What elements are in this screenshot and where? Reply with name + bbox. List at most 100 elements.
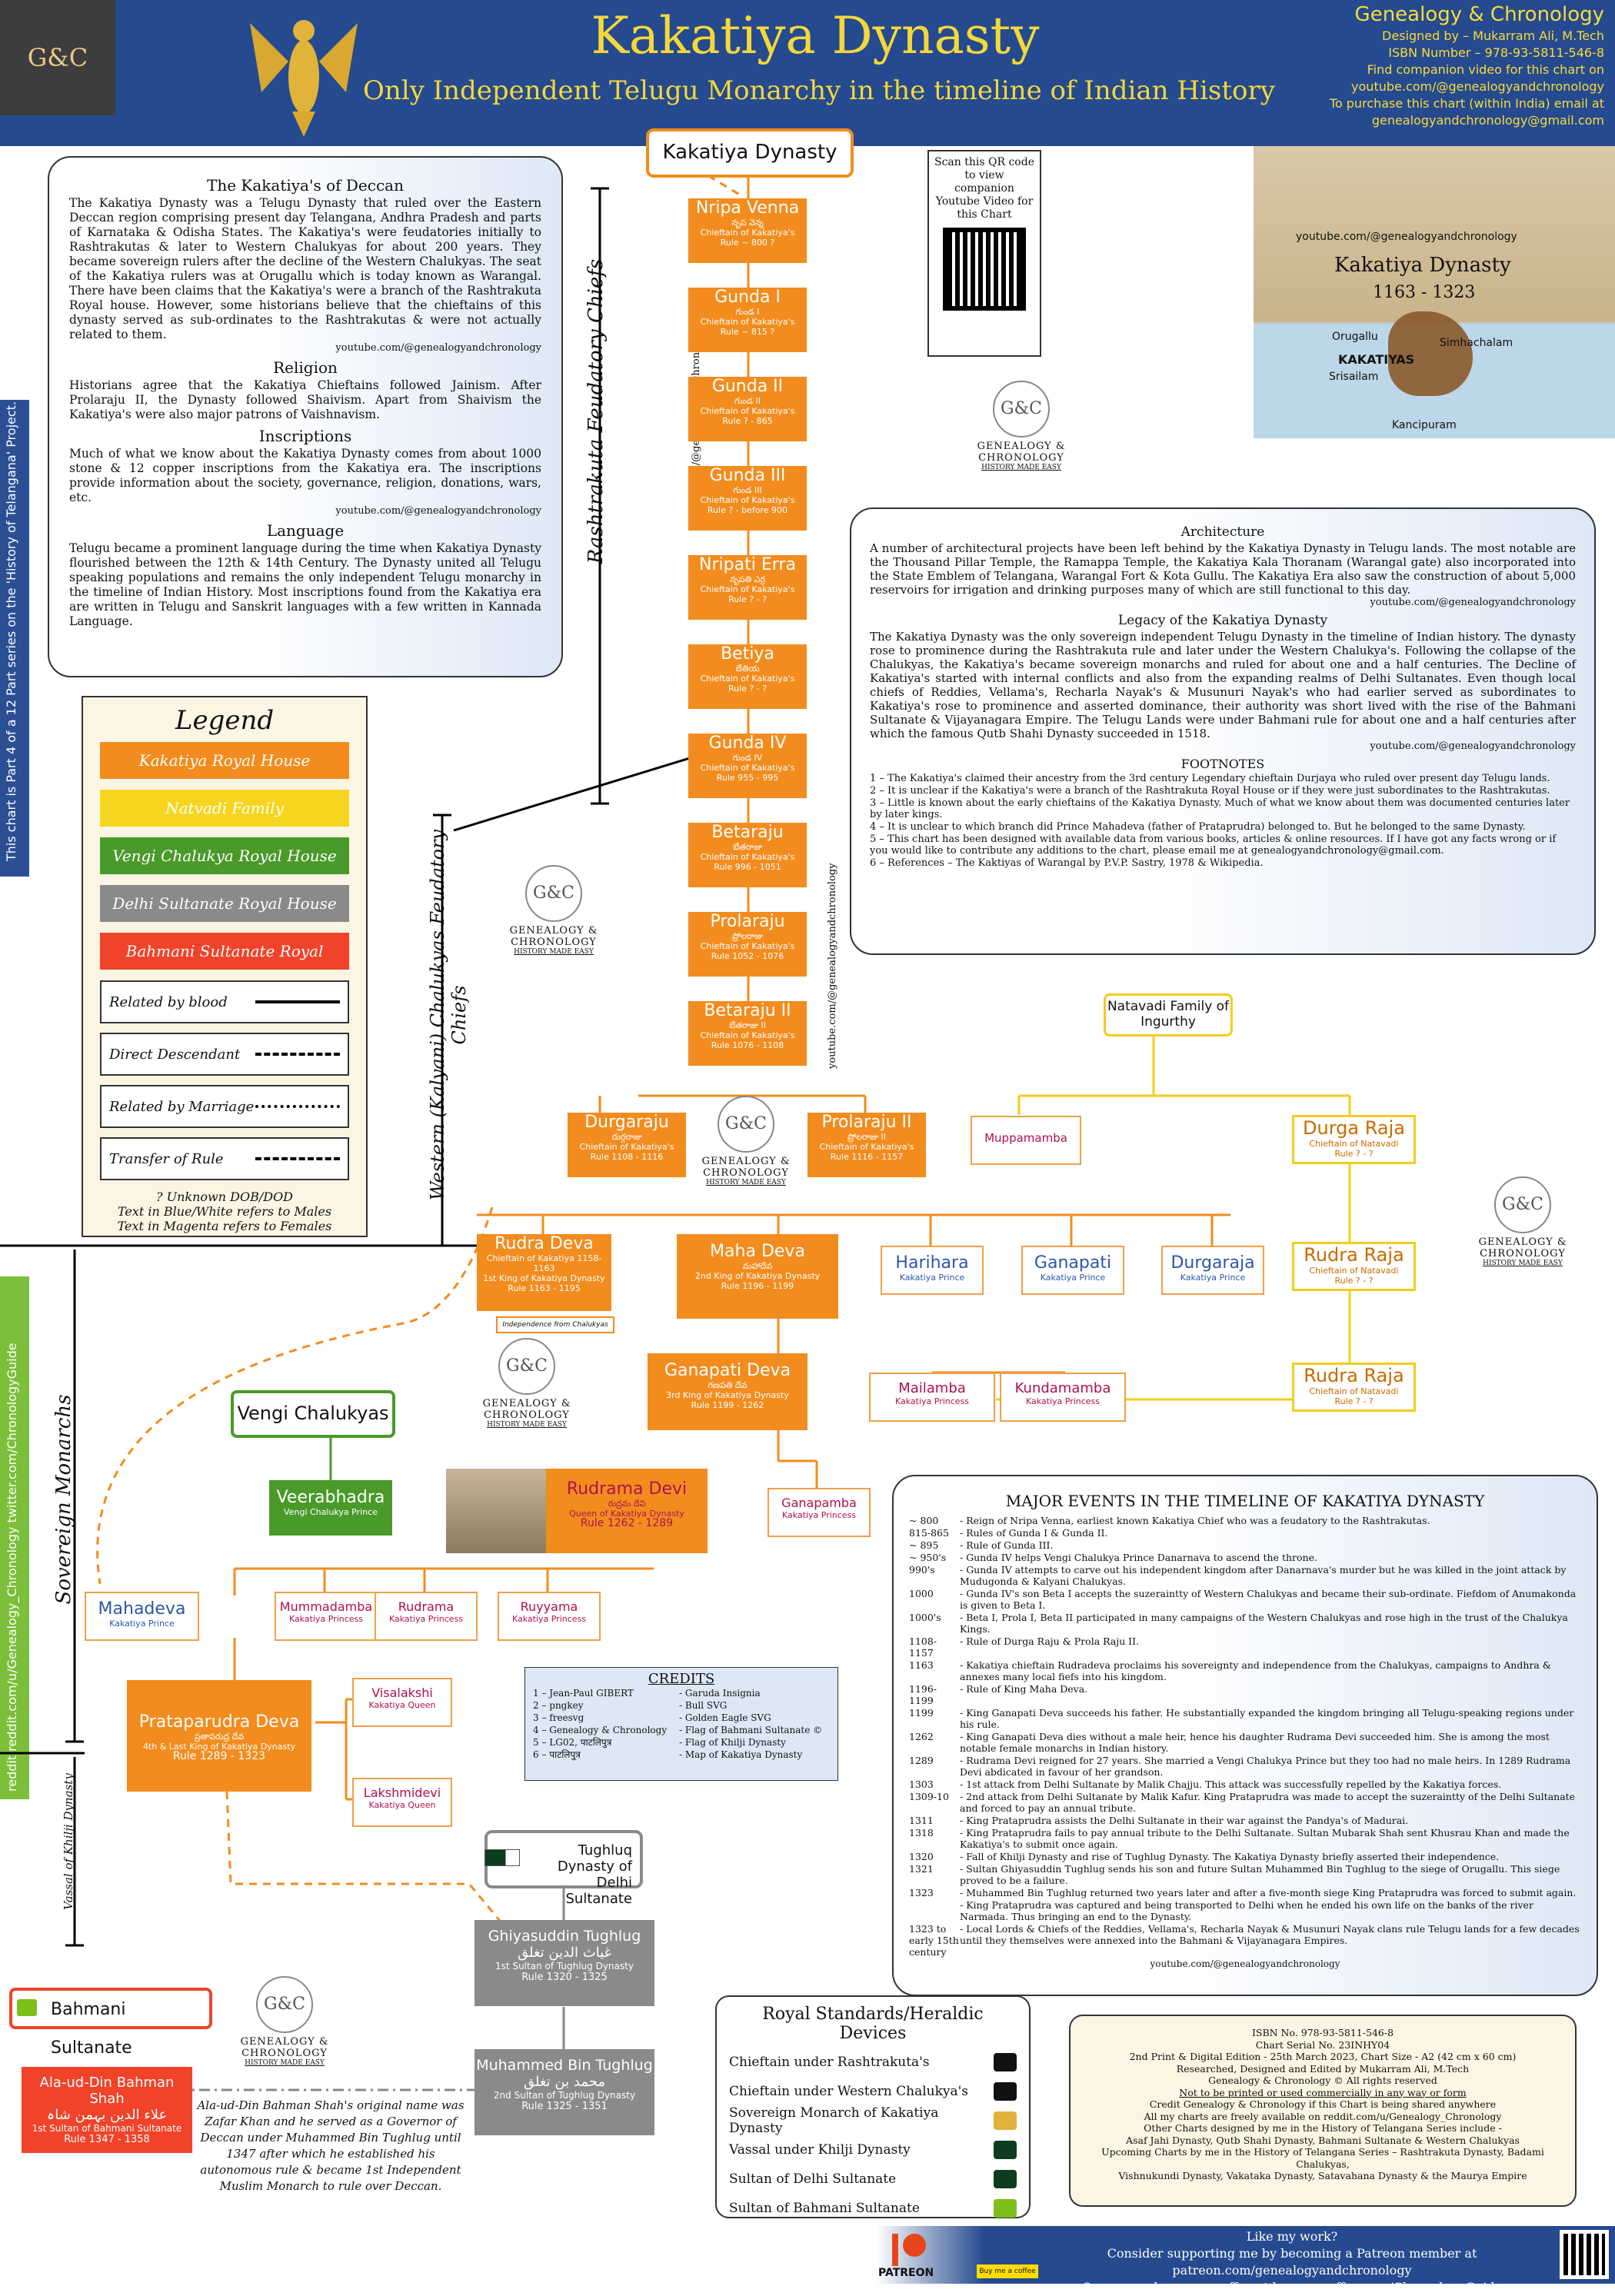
info-line: Asaf Jahi Dynasty, Qutb Shahi Dynasty, B… (1126, 2134, 1520, 2146)
chieftain-telugu: గుండ IV (732, 753, 763, 763)
email-link[interactable]: genealogyandchronology@gmail.com (1371, 113, 1604, 128)
event-date: 1320 (909, 1851, 934, 1862)
event-date: 815-865 (909, 1527, 949, 1539)
youtube-link[interactable]: youtube.com/@genealogyandchronology (1351, 79, 1604, 94)
independence-tag: Independence from Chalukyas (496, 1316, 614, 1333)
chieftain-name: Prolaraju (710, 912, 785, 931)
intro-yt-2: youtube.com/@genealogyandchronology (335, 505, 541, 517)
prolaraju2-box: Prolaraju II ప్రోలరాజు II Chieftain of K… (808, 1113, 926, 1177)
footer-line-3[interactable]: Or you can buy me a coffee at buymeacoff… (1081, 2280, 1503, 2294)
standard-icon (994, 2170, 1017, 2188)
prataparudra-king: 4th & Last King of Kakatiya Dynasty (142, 1742, 296, 1752)
standard-icon (994, 2082, 1017, 2101)
durgaraju-rule: Rule 1108 - 1116 (590, 1152, 664, 1162)
legend-house-swatch: Bahmani Sultanate Royal House (100, 933, 349, 997)
credit-item: - Golden Eagle SVG (679, 1712, 771, 1723)
video-line: Find companion video for this chart on (1367, 62, 1604, 77)
ganapamba-name: Ganapamba (781, 1496, 857, 1510)
maha-deva-name: Maha Deva (710, 1242, 805, 1261)
patreon-icon[interactable] (884, 2230, 931, 2276)
kakatiya-territory (1388, 311, 1473, 396)
chieftain-name: Nripa Venna (695, 198, 800, 218)
kundamamba-role: Kakatiya Princess (1025, 1396, 1101, 1406)
footnote-item: 2 – It is unclear if the Kakatiya's were… (870, 785, 1550, 797)
legend-house-swatch: Natvadi Family (100, 790, 349, 827)
rudra-raja-1-rule: Rule ? - ? (1334, 1276, 1374, 1286)
maha-deva-box: Maha Deva మహాదేవ 2nd King of Kakatiya Dy… (677, 1234, 838, 1319)
event-date: 1196-1199 (909, 1683, 937, 1706)
durgaraju-name: Durgaraju (584, 1113, 669, 1132)
standard-icon (994, 2199, 1017, 2218)
social-links[interactable]: reddit reddit.com/u/Genealogy_Chronology… (5, 1343, 19, 1792)
gc-stamp-icon: G&C (718, 1096, 774, 1153)
durgaraju-box: Durgaraju దుర్గరాజు Chieftain of Kakatiy… (568, 1113, 686, 1177)
intro-text: The Kakatiya Dynasty was a Telugu Dynast… (69, 196, 541, 341)
event-row: ~ 800- Reign of Nripa Venna, earliest kn… (909, 1515, 1581, 1526)
chieftain-name: Gunda IV (708, 734, 787, 753)
qr-code-icon[interactable] (943, 228, 1026, 311)
footnotes-title: FOOTNOTES (1180, 757, 1265, 771)
chieftain-role: Chieftain of Kakatiya's (700, 584, 795, 594)
kakatiya-root-box: Kakatiya Dynasty (646, 128, 854, 178)
event-date: 1262 (909, 1731, 934, 1742)
legend-unknown: ? Unknown DOB/DOD (155, 1190, 294, 1204)
event-row: 1321- Sultan Ghiyasuddin Tughlug sends h… (909, 1863, 1581, 1886)
event-date: 1311 (909, 1815, 934, 1826)
credit-row: 6 – पाटलिपुत्र- Map of Kakatiya Dynasty (533, 1749, 830, 1761)
chieftain-telugu: ప్రోలరాజు (732, 931, 763, 941)
durga-raja-name: Durga Raja (1303, 1117, 1405, 1139)
intro-yt: youtube.com/@genealogyandchronology (335, 342, 541, 354)
princess-role: Kakatiya Princess (288, 1614, 364, 1624)
event-row: 1108-1157- Rule of Durga Raju & Prola Ra… (909, 1635, 1581, 1659)
chieftain-name: Betiya (721, 644, 774, 664)
mahadeva-box: Mahadeva Kakatiya Prince (85, 1592, 199, 1641)
bahman-shah-box: Ala-ud-Din Bahman Shah علاء الدین بہمن ش… (22, 2067, 192, 2153)
gc-stamp-name: GENEALOGY & CHRONOLOGY (701, 1156, 791, 1179)
credit-item: - Flag of Bahmani Sultanate © (679, 1725, 823, 1735)
event-text: - Gunda IV's son Beta I accepts the suze… (960, 1588, 1577, 1611)
chieftain-name: Betaraju (711, 823, 784, 842)
footer-qr-icon[interactable] (1560, 2230, 1609, 2279)
ghiyasuddin-name: Ghiyasuddin Tughlug (488, 1928, 641, 1945)
event-date: 1289 (909, 1755, 934, 1766)
event-text: - Fall of Khilji Dynasty and rise of Tug… (960, 1851, 1500, 1862)
chieftain-telugu: నృపతి ఎర్ర (730, 574, 765, 584)
event-row: 815-865- Rules of Gunda I & Gunda II. (909, 1527, 1581, 1539)
event-row: 1303- 1st attack from Delhi Sultanate by… (909, 1779, 1581, 1790)
event-text: - King Prataprudra assists the Delhi Sul… (960, 1815, 1409, 1826)
chieftain-name: Gunda II (711, 377, 784, 396)
bahman-shah-rule: Rule 1347 - 1358 (64, 2134, 150, 2145)
event-row: 1323- Muhammed Bin Tughlug returned two … (909, 1887, 1581, 1898)
religion-title: Religion (273, 358, 338, 377)
purchase-line: To purchase this chart (within India) em… (1329, 96, 1604, 111)
events-card: MAJOR EVENTS IN THE TIMELINE OF KAKATIYA… (892, 1475, 1598, 1996)
event-date: 990's (909, 1564, 935, 1576)
rudra-raja-1-name: Rudra Raja (1304, 1244, 1404, 1266)
buy-coffee-button[interactable]: Buy me a coffee (977, 2264, 1038, 2278)
event-row: 1318- King Prataprudra fails to pay annu… (909, 1827, 1581, 1850)
chieftain-role: Chieftain of Kakatiya's (700, 228, 795, 238)
standard-label: Chieftain under Western Chalukya's (729, 2084, 969, 2099)
page-subtitle: Only Independent Telugu Monarchy in the … (363, 75, 1275, 106)
event-row: 1262- King Ganapati Deva dies without a … (909, 1731, 1581, 1754)
event-date: 1163 (909, 1659, 934, 1671)
legend-line-sample (255, 1105, 340, 1108)
bahman-shah-role: 1st Sultan of Bahmani Sultanate (32, 2123, 182, 2134)
event-text: - Local Lords & Chiefs of the Reddies, V… (960, 1923, 1580, 1946)
credit-row: 2 – pngkey- Bull SVG (533, 1699, 830, 1712)
footer-line-2[interactable]: Consider supporting me by becoming a Pat… (1107, 2246, 1477, 2278)
event-date: 1309-10 (909, 1791, 949, 1802)
event-text: - Rudrama Devi reigned for 27 years. She… (960, 1755, 1571, 1778)
chieftain-role: Chieftain of Kakatiya's (700, 406, 795, 416)
language-title: Language (266, 521, 345, 540)
chieftain-rule: Rule 1076 - 1108 (711, 1040, 784, 1050)
khilji-flag-icon (484, 1849, 520, 1866)
gc-stamp-tag: HISTORY MADE EASY (1483, 1259, 1563, 1267)
veerabhadra-role: Vengi Chalukya Prince (284, 1507, 378, 1517)
